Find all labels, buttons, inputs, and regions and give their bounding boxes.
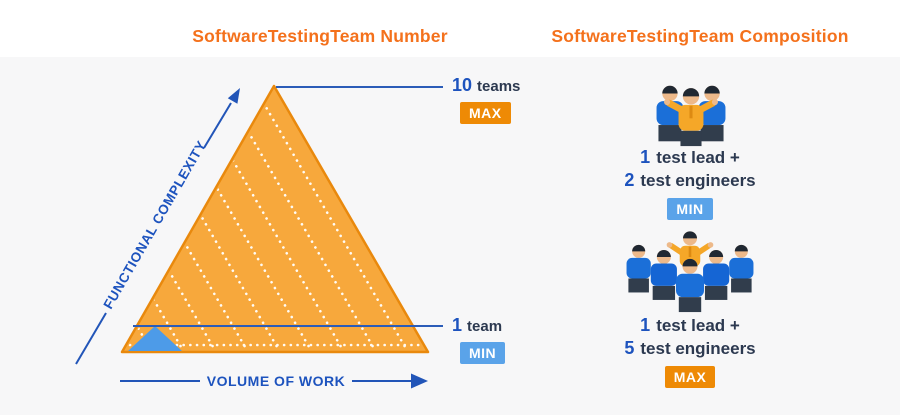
diagram-panel [0, 57, 900, 415]
max-composition-badge: MAX [664, 366, 716, 388]
min-teams-unit: team [467, 318, 503, 335]
test-lead-figure [664, 88, 718, 147]
engineer-front-figure [676, 258, 704, 313]
min-composition-badge: MIN [667, 198, 713, 220]
engineer-mid-right-figure [703, 250, 730, 300]
volume-triangle [120, 84, 430, 354]
functional-complexity-axis [75, 88, 240, 365]
max-teams-value: 10 [452, 75, 473, 95]
max-teams-unit: teams [477, 78, 521, 95]
team-composition-title: SoftwareTestingTeam Composition [551, 26, 849, 46]
engineer-mid-left-figure [650, 250, 677, 300]
team-of-six-icon [626, 231, 754, 313]
min-teams-value: 1 [452, 315, 463, 335]
x-axis-label: VOLUME OF WORK [206, 373, 346, 389]
min-team-area-triangle [128, 326, 182, 351]
max-badge: MAX [460, 102, 511, 124]
engineer-outer-right-figure [729, 244, 754, 293]
leader-lines [133, 86, 443, 327]
team-of-three-icon [656, 85, 726, 147]
engineer-outer-left-figure [626, 244, 651, 293]
y-axis-arrowhead-icon [227, 88, 240, 104]
team-number-title: SoftwareTestingTeam Number [192, 26, 448, 46]
x-axis-arrowhead-icon [411, 373, 428, 389]
min-badge: MIN [460, 342, 506, 364]
volume-of-work-axis [120, 373, 428, 389]
